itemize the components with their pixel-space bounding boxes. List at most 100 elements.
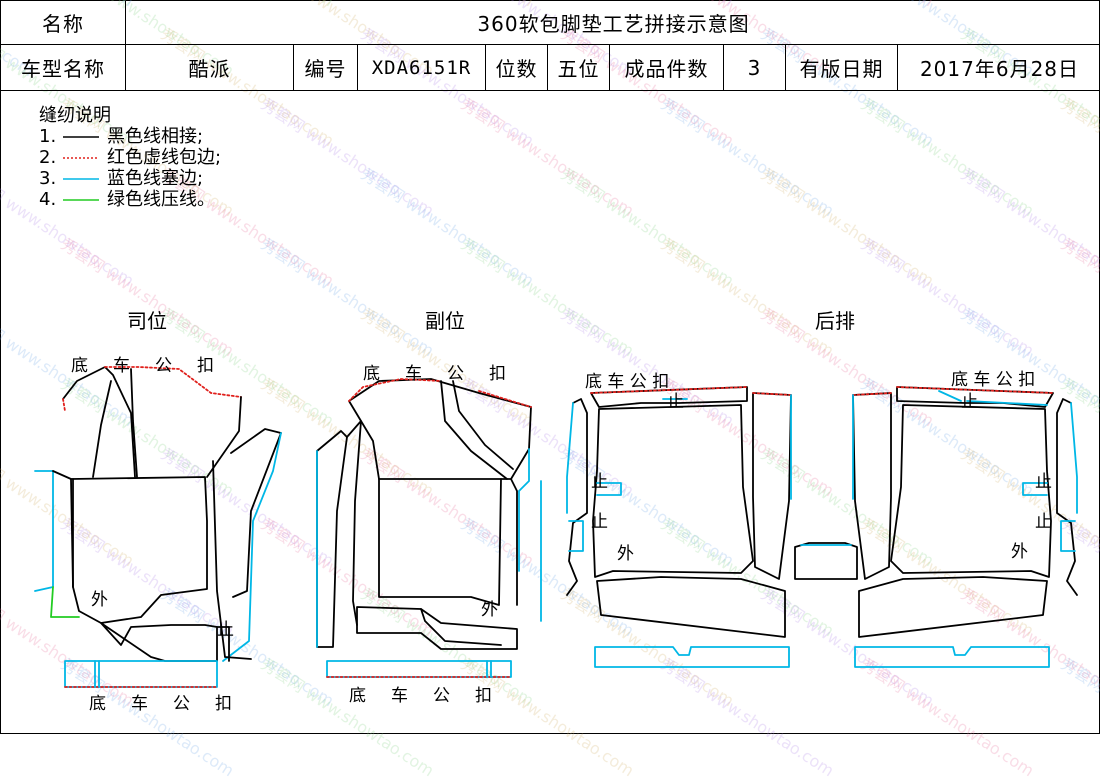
table-divider	[1, 90, 1100, 91]
pieces-label: 成品件数	[624, 57, 709, 81]
passenger-heel-seam	[420, 608, 502, 646]
table-divider	[547, 45, 548, 90]
passenger-hood-seam	[440, 380, 508, 480]
sewing-legend: 缝纫说明 1. 黑色线相接; 2. 红色虚线包边; 3. 蓝色线塞边; 4. 绿…	[39, 105, 221, 210]
rear-left-bottom-strip	[594, 646, 790, 668]
legend-number: 2.	[39, 147, 57, 168]
clip-label-rear-left: 底 车 公 扣	[585, 372, 670, 392]
table-divider	[357, 45, 358, 90]
legend-item-blue: 3. 蓝色线塞边;	[39, 168, 221, 189]
rear-left-side-notch	[596, 482, 622, 496]
driver-strip-notch	[94, 660, 100, 688]
rear-right-main-panel	[890, 404, 1052, 578]
model-value: 酷派	[188, 57, 231, 81]
clip-label-rear-right: 底 车 公 扣	[951, 370, 1036, 390]
legend-item-black: 1. 黑色线相接;	[39, 126, 221, 147]
name-label: 名称	[42, 12, 84, 36]
clip-label-passenger-top: 底 车 公 扣	[363, 364, 510, 384]
passenger-mat-pieces	[316, 378, 542, 678]
floor-mat-pattern-drawing	[34, 366, 1078, 688]
passenger-inner-seam	[346, 420, 362, 626]
driver-inner-seam	[212, 460, 252, 660]
table-divider	[125, 1, 126, 90]
rear-tunnel-piece	[794, 542, 858, 580]
section-passenger-title: 副位	[425, 309, 465, 333]
code-label: 编号	[304, 57, 347, 81]
legend-text: 红色虚线包边;	[107, 147, 222, 168]
passenger-right-tuck	[518, 448, 530, 572]
stop-label-rear-left-top: 止	[667, 392, 684, 412]
outer-label-rear-right: 外	[1011, 542, 1028, 562]
rear-right-inner-binding	[852, 392, 892, 396]
section-driver-title: 司位	[127, 309, 167, 333]
outer-label-driver: 外	[91, 590, 108, 610]
driver-top-binding	[62, 398, 66, 412]
rear-right-inner-strip	[852, 392, 892, 580]
table-divider	[485, 45, 486, 90]
passenger-right-seam	[510, 478, 518, 606]
legend-text: 黑色线相接;	[107, 126, 204, 147]
red-dashed-line-swatch	[63, 156, 99, 159]
driver-right-strip	[230, 428, 282, 598]
passenger-hood-seam	[452, 380, 514, 470]
model-label: 车型名称	[21, 57, 105, 81]
legend-item-red: 2. 红色虚线包边;	[39, 147, 221, 168]
green-line-swatch	[63, 198, 99, 201]
rear-left-inner-strip	[752, 392, 792, 580]
stop-label-rear-right-side: 止	[1035, 472, 1052, 492]
document-title: 360软包脚垫工艺拼接示意图	[477, 12, 750, 36]
black-line-swatch	[63, 135, 99, 138]
passenger-strip-notch	[486, 660, 492, 678]
driver-mat-pieces	[34, 366, 282, 688]
date-label: 有版日期	[799, 57, 884, 81]
passenger-top-binding	[478, 390, 532, 408]
rear-left-side-tuck	[566, 402, 574, 514]
rear-right-stop-notch	[938, 390, 1048, 406]
rear-right-bottom-strip	[854, 646, 1050, 668]
legend-text: 蓝色线塞边;	[107, 168, 204, 189]
rear-mat-pieces	[566, 386, 1078, 668]
rear-right-lower-panel	[858, 576, 1048, 638]
rear-left-side-strip	[566, 398, 588, 596]
rear-right-side-notch	[1022, 482, 1048, 496]
clip-label-driver-bottom: 底 车 公 扣	[89, 694, 236, 714]
pieces-value: 3	[747, 55, 762, 80]
legend-title: 缝纫说明	[39, 105, 111, 126]
clip-label-driver-top: 底 车 公 扣	[71, 356, 218, 376]
driver-hood-seam	[130, 368, 138, 478]
outer-label-rear-left: 外	[617, 544, 634, 564]
outer-label-passenger: 外	[481, 600, 498, 620]
table-divider	[1, 44, 1100, 45]
passenger-main-panel	[378, 478, 502, 606]
driver-right-seam	[206, 396, 242, 478]
stop-label-driver: 止	[217, 620, 234, 640]
legend-item-green: 4. 绿色线压线。	[39, 189, 221, 210]
driver-press-line	[50, 586, 80, 618]
date-value: 2017年6月28日	[919, 57, 1080, 81]
rear-right-top-binding	[896, 386, 1054, 394]
passenger-left-strip	[316, 430, 348, 648]
table-divider	[723, 45, 724, 90]
rear-right-side-strip	[1056, 398, 1078, 596]
passenger-top-binding	[348, 378, 442, 402]
passenger-top-panel	[348, 378, 532, 480]
driver-bottom-strip	[64, 660, 218, 688]
table-divider	[785, 45, 786, 90]
driver-main-panel	[70, 476, 208, 624]
driver-hood-seam	[92, 380, 112, 478]
section-rear-title: 后排	[815, 309, 855, 333]
rear-left-inner-binding	[752, 392, 792, 396]
rear-left-main-panel	[592, 404, 754, 578]
legend-number: 1.	[39, 126, 57, 147]
stop-label-rear-right-lower: 止	[1035, 512, 1052, 532]
stop-label-rear-left-side: 止	[591, 472, 608, 492]
clip-label-passenger-bottom: 底 车 公 扣	[349, 686, 496, 706]
driver-hood-seam	[62, 366, 136, 478]
stop-label-rear-right-top: 止	[961, 392, 978, 412]
legend-text: 绿色线压线。	[107, 189, 215, 210]
legend-number: 3.	[39, 168, 57, 189]
passenger-heel-panel	[356, 606, 518, 650]
seats-value: 五位	[557, 57, 600, 81]
table-divider	[293, 45, 294, 90]
